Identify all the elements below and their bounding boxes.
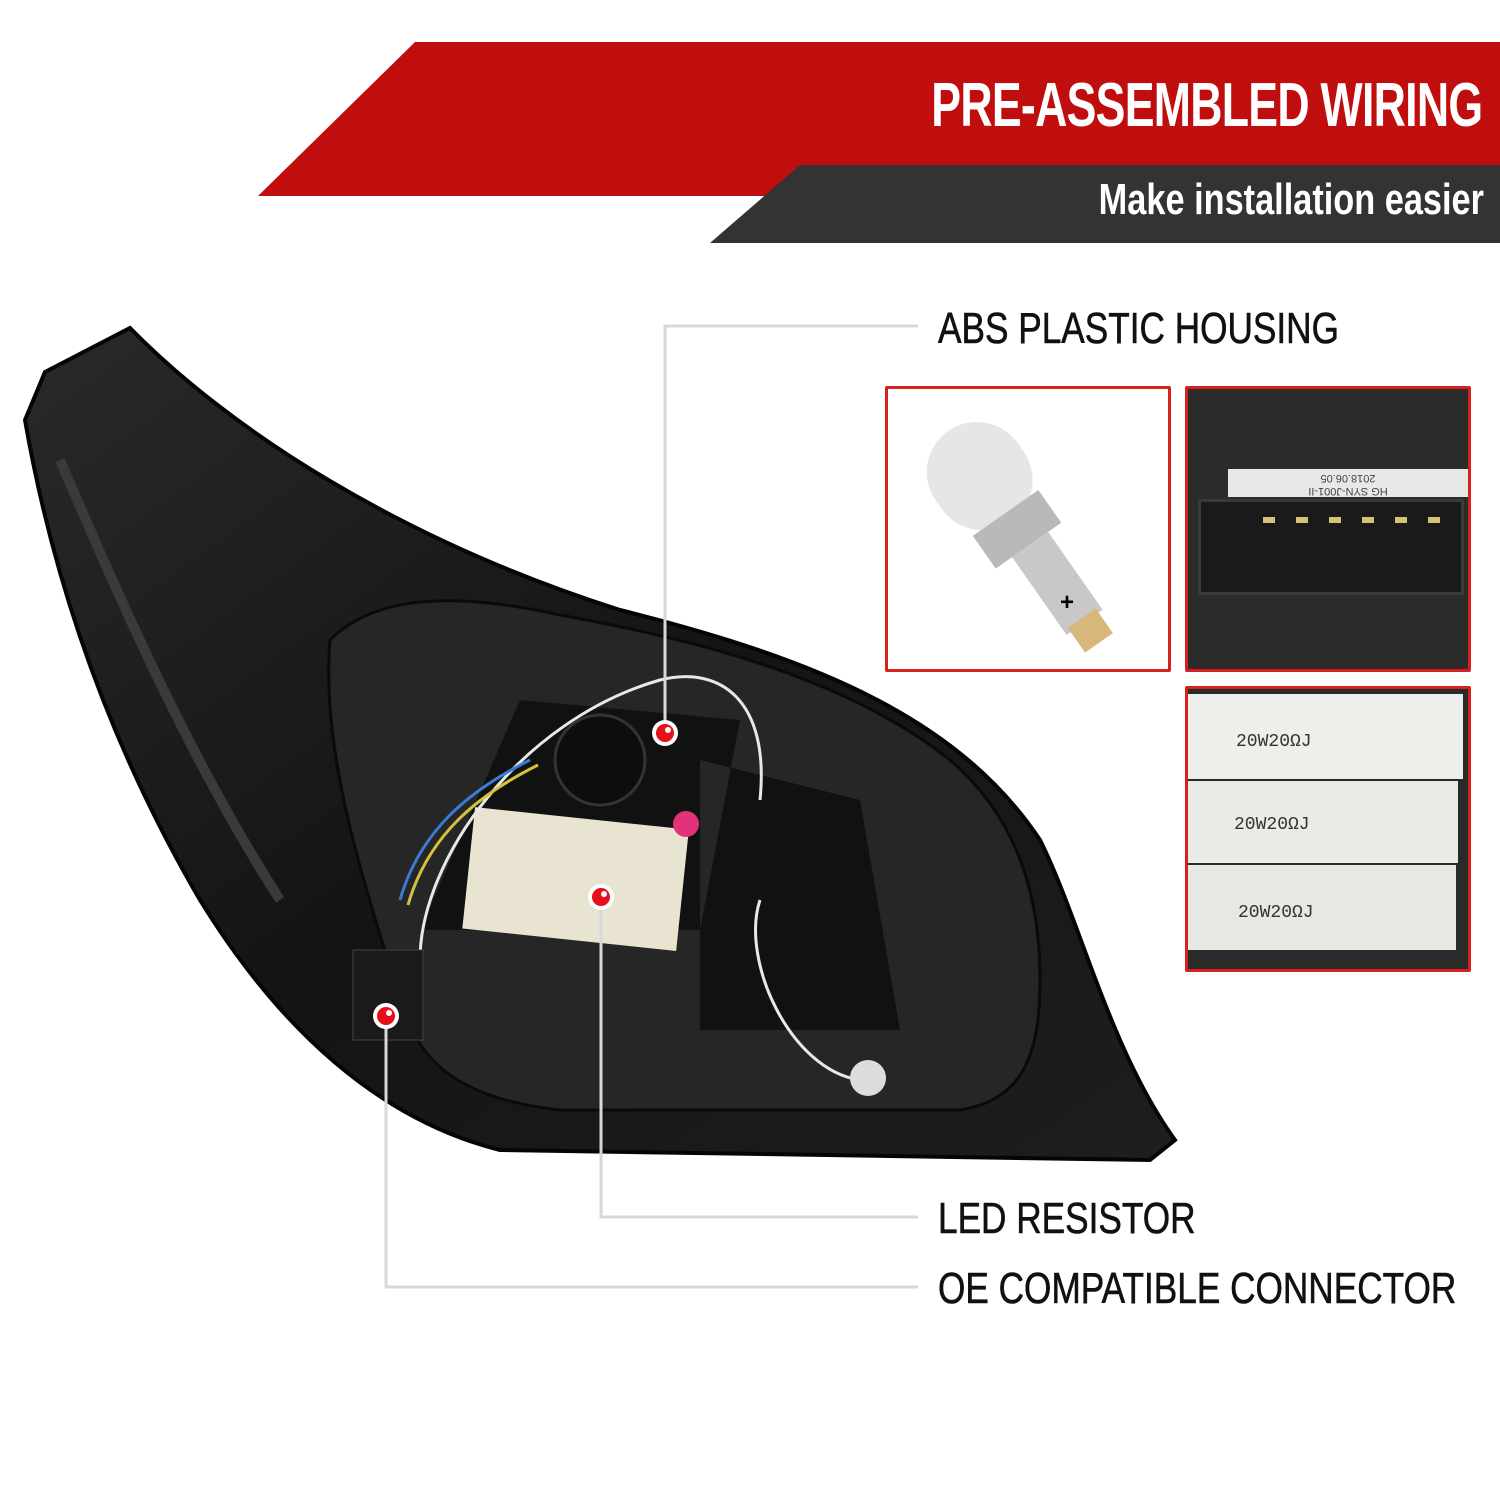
wire-yellow (406, 763, 539, 906)
wire-bundle (398, 758, 531, 901)
connector-housing (1198, 499, 1464, 595)
led-bulb-image (926, 421, 1113, 653)
housing-highlight (55, 458, 285, 903)
callout-led-resistor: LED RESISTOR (938, 1194, 1196, 1244)
callout-line-connector (384, 1016, 918, 1289)
inset-led-bulb: + (885, 386, 1171, 672)
connector-label: HG SYN-J001-II 2018.06.05 (1228, 469, 1468, 497)
resistor-label: 20W20ΩJ (1236, 732, 1312, 752)
socket (850, 1060, 886, 1096)
polarity-mark: + (1060, 589, 1075, 616)
banner-subtitle: Make installation easier (1098, 175, 1484, 224)
marker-housing (652, 720, 678, 746)
connector-label-line1: HG SYN-J001-II (1308, 485, 1388, 497)
resistor-label: 20W20ΩJ (1238, 903, 1314, 923)
marker-resistor (588, 884, 614, 910)
callout-line-housing (663, 324, 918, 733)
red-banner (258, 42, 1500, 196)
resistor-pack (462, 807, 689, 951)
connector-label-line2: 2018.06.05 (1320, 472, 1376, 484)
inset-resistors: 20W20ΩJ 20W20ΩJ 20W20ΩJ (1185, 686, 1471, 972)
resistor-2: 20W20ΩJ (1188, 781, 1458, 863)
marker-connector (373, 1003, 399, 1029)
grommet (553, 713, 647, 807)
inset-connector: HG SYN-J001-II 2018.06.05 (1185, 386, 1471, 672)
dark-banner (710, 165, 1500, 243)
callout-abs-housing: ABS PLASTIC HOUSING (938, 304, 1339, 354)
callout-oe-connector: OE COMPATIBLE CONNECTOR (938, 1264, 1457, 1314)
resistor-label: 20W20ΩJ (1234, 815, 1310, 835)
wiring (418, 675, 861, 1082)
banner-title: PRE-ASSEMBLED WIRING (930, 71, 1483, 140)
resistor-1: 20W20ΩJ (1188, 694, 1463, 779)
banner-graphic (258, 42, 1500, 243)
connector-pins (1263, 517, 1453, 523)
resistor-3: 20W20ΩJ (1188, 865, 1456, 950)
pink-sticker (673, 811, 699, 837)
callout-line-resistor (599, 897, 918, 1219)
